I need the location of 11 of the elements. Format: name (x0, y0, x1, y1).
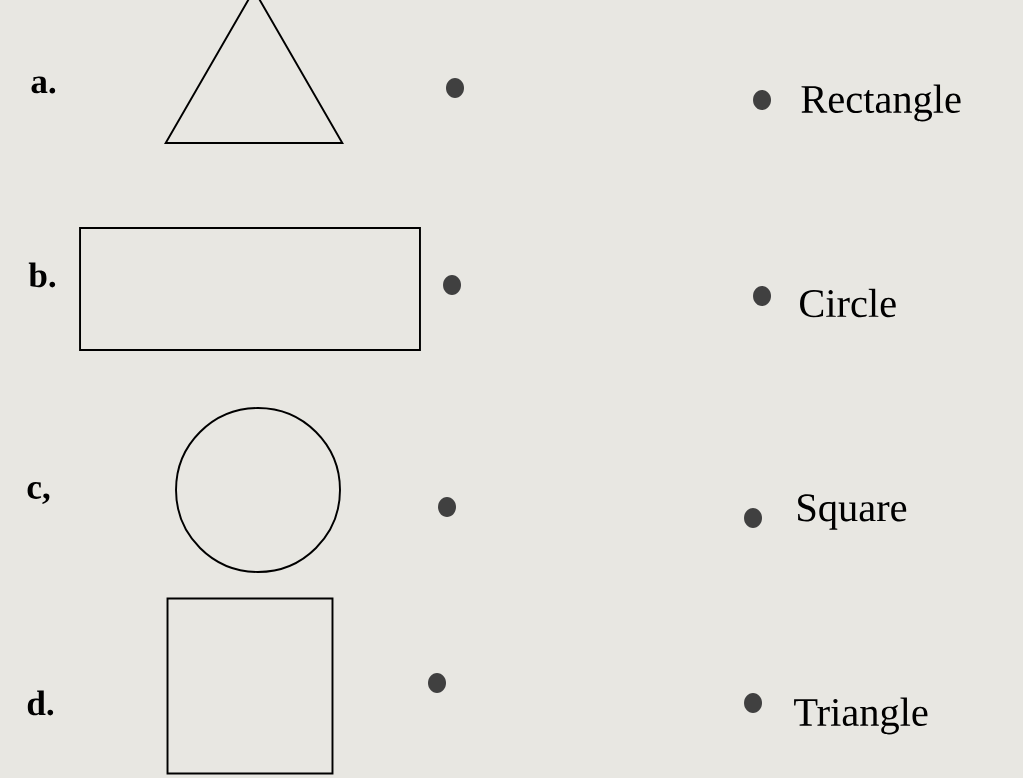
circle-shape (175, 407, 341, 573)
shape-name: Rectangle (801, 84, 961, 122)
item-letter: c, (27, 482, 50, 504)
shape-name: Square (798, 494, 907, 530)
item-letter: a. (31, 76, 56, 94)
triangle-shape (164, 0, 344, 144)
shape-name: Triangle (794, 697, 928, 735)
shape-name: Circle (800, 288, 896, 318)
rectangle-shape (166, 597, 334, 775)
rectangle-shape (79, 227, 421, 351)
item-letter: d. (27, 690, 54, 716)
